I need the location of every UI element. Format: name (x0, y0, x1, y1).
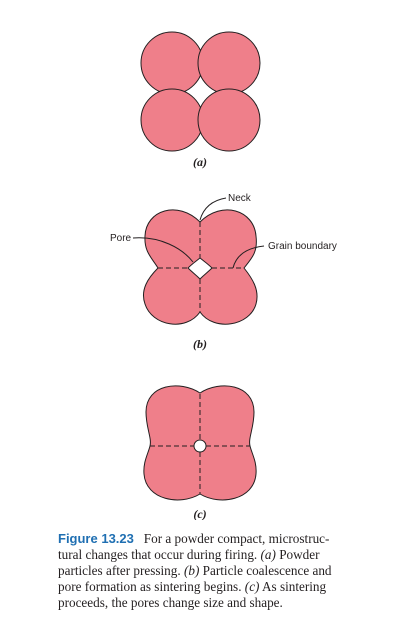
particle-a-bottom-right (197, 88, 261, 152)
pore-callout: Pore (110, 233, 132, 244)
caption-line-3: particles after pressing. (b) Particle c… (58, 563, 332, 578)
panel-a-label: (a) (193, 155, 207, 169)
caption-line-4: pore formation as sintering begins. (c) … (58, 579, 327, 594)
figure-number: Figure 13.23 (58, 531, 134, 546)
panel-reference: (c) (244, 579, 260, 594)
caption-line-5: proceeds, the pores change size and shap… (58, 595, 283, 610)
neck-callout: Neck (228, 193, 252, 204)
caption-line-1: Figure 13.23 For a powder compact, micro… (58, 531, 398, 547)
panel-b-label: (b) (193, 337, 207, 351)
panel-c-pore (193, 439, 207, 453)
caption-line-2: tural changes that occur during firing. … (58, 547, 320, 562)
panel-a-particles (140, 31, 261, 152)
panel-c-grain-boundaries (150, 394, 250, 494)
particle-a-top-left (140, 31, 204, 95)
panel-b-compact (143, 209, 258, 325)
particle-a-bottom-left (140, 88, 204, 152)
pore-leader-line (132, 237, 194, 263)
figure-caption: Figure 13.23 For a powder compact, micro… (58, 531, 398, 611)
neck-leader-line (199, 197, 227, 221)
grain-boundary-callout: Grain boundary (268, 241, 337, 252)
panel-c-compact (143, 385, 257, 501)
panel-reference: (a) (260, 547, 276, 562)
panel-b-grain-boundaries (158, 222, 244, 312)
caption-text-1: For a powder compact, microstruc- (143, 531, 330, 546)
panel-reference: (b) (183, 563, 200, 578)
sintering-figure: (a) Neck Pore Grain boundary (b) (c) (110, 31, 337, 520)
panel-c-label: (c) (193, 507, 206, 520)
particle-a-top-right (197, 31, 261, 95)
grain-boundary-leader-line (232, 245, 265, 269)
